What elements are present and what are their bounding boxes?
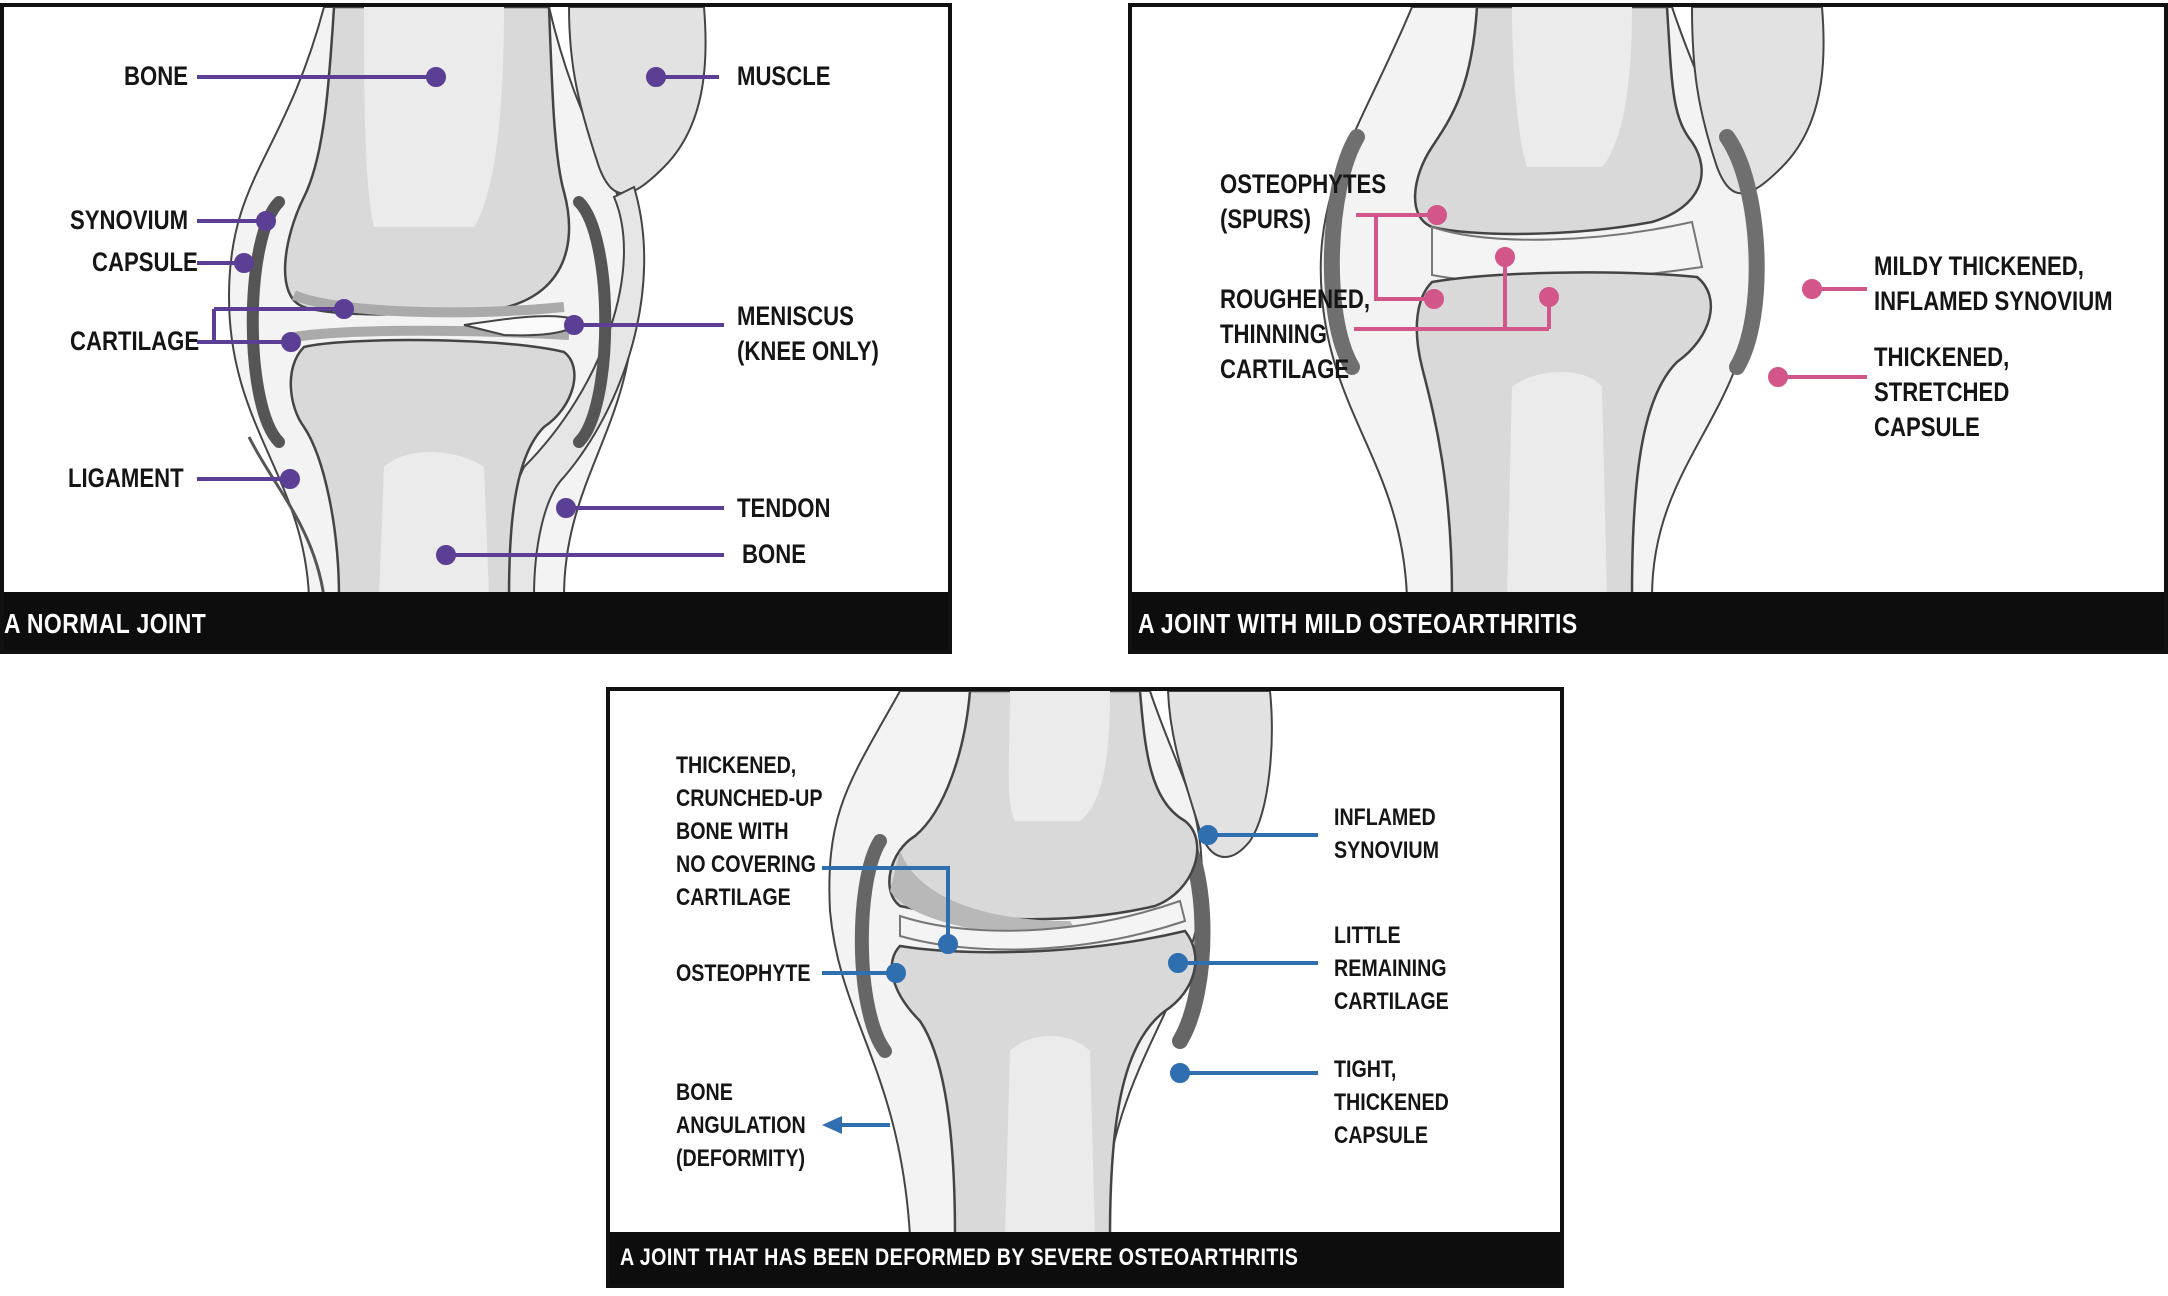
severe-oa-illustration (822, 691, 1318, 1236)
label-roughened-cartilage: ROUGHENED, THINNING CARTILAGE (1220, 284, 1371, 384)
severe-oa-panel: THICKENED, CRUNCHED-UP BONE WITH NO COVE… (606, 687, 1564, 1288)
label-ligament: LIGAMENT (68, 463, 184, 493)
label-muscle: MUSCLE (737, 61, 831, 91)
label-cartilage: CARTILAGE (70, 326, 200, 356)
label-bone-top: BONE (124, 61, 188, 91)
label-osteophyte: OSTEOPHYTE (676, 960, 811, 987)
label-crunched-bone: THICKENED, CRUNCHED-UP BONE WITH NO COVE… (676, 752, 823, 911)
mild-oa-illustration (1319, 7, 1867, 597)
severe-leader-lines (822, 825, 1318, 1134)
panel-caption: A NORMAL JOINT (4, 608, 207, 639)
mild-leader-lines (1354, 205, 1867, 387)
label-bone-angulation: BONE ANGULATION (DEFORMITY) (676, 1079, 806, 1172)
label-meniscus: MENISCUS (KNEE ONLY) (737, 301, 879, 366)
label-remaining-cartilage: LITTLE REMAINING CARTILAGE (1334, 922, 1449, 1015)
normal-leader-lines (197, 67, 724, 565)
label-osteophytes-spurs: OSTEOPHYTES (SPURS) (1220, 169, 1387, 234)
normal-joint-illustration (197, 7, 724, 597)
mild-oa-panel: OSTEOPHYTES (SPURS) ROUGHENED, THINNING … (1128, 3, 2168, 654)
label-inflamed-synovium: INFLAMED SYNOVIUM (1334, 804, 1439, 864)
label-tendon: TENDON (737, 493, 831, 523)
label-bone-bottom: BONE (742, 539, 806, 569)
label-capsule: CAPSULE (92, 247, 198, 277)
caption-bar: A NORMAL JOINT (4, 592, 948, 650)
label-stretched-capsule: THICKENED, STRETCHED CAPSULE (1874, 342, 2010, 442)
label-thickened-capsule: TIGHT, THICKENED CAPSULE (1334, 1056, 1449, 1149)
label-inflamed-synovium: MILDY THICKENED, INFLAMED SYNOVIUM (1874, 251, 2113, 316)
normal-joint-panel: BONE MUSCLE SYNOVIUM CAPSULE CARTILAGE M… (0, 3, 952, 654)
caption-bar: A JOINT WITH MILD OSTEOARTHRITIS (1132, 592, 2164, 650)
label-synovium: SYNOVIUM (70, 205, 189, 235)
panel-caption: A JOINT WITH MILD OSTEOARTHRITIS (1138, 608, 1578, 639)
panel-caption: A JOINT THAT HAS BEEN DEFORMED BY SEVERE… (620, 1244, 1299, 1271)
caption-bar: A JOINT THAT HAS BEEN DEFORMED BY SEVERE… (610, 1232, 1560, 1284)
